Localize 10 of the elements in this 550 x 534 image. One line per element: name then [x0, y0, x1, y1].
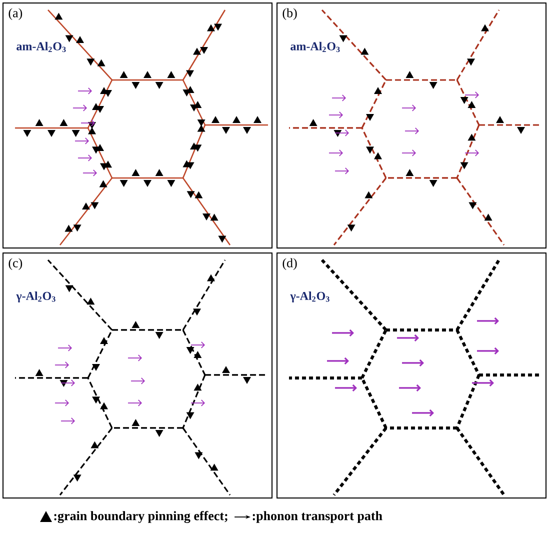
material-label: am-Al$_{2}$O$_{3}$: [16, 42, 66, 52]
panel-label: (c): [8, 258, 22, 270]
material-label: γ-Al$_{2}$O$_{3}$: [16, 292, 56, 302]
material-label: γ-Al$_{2}$O$_{3}$: [290, 292, 330, 302]
legend-text: :phonon transport path: [252, 511, 382, 523]
material-label: am-Al$_{2}$O$_{3}$: [290, 42, 340, 52]
legend-text: :grain boundary pinning effect;: [54, 510, 228, 523]
panel-label: (d): [282, 258, 297, 270]
panel-label: (a): [8, 8, 22, 20]
panel-label: (b): [282, 8, 297, 20]
